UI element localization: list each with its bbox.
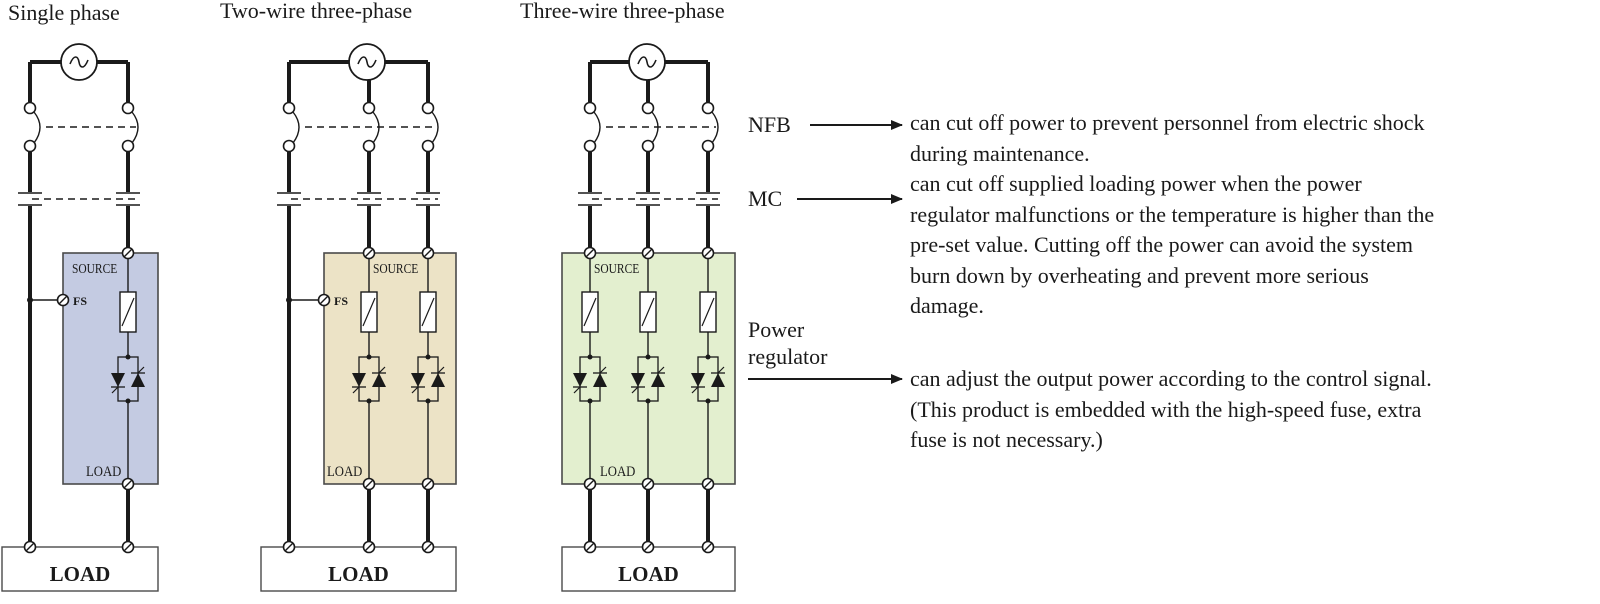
power-regulator-box: SOURCE LOAD: [323, 246, 457, 491]
fs-screw-terminal: [317, 293, 331, 307]
nfb-breaker-icon: [282, 101, 439, 153]
source-label: SOURCE: [72, 261, 118, 276]
description-nfb-line: can cut off power to prevent personnel f…: [910, 110, 1425, 135]
callout-label-nfb: NFB: [748, 112, 791, 137]
regulator-phase: [691, 246, 725, 491]
mc-contactor-icon: [277, 192, 440, 206]
load-block: LOAD: [260, 540, 457, 592]
description-mc-line: pre-set value. Cutting off the power can…: [910, 232, 1414, 257]
source-terminal: [583, 246, 597, 260]
load-terminal-label: LOAD: [327, 464, 362, 480]
regulator-phase: [631, 246, 665, 491]
description-mc-line: burn down by overheating and prevent mor…: [910, 262, 1369, 288]
nfb-breaker-icon: [583, 101, 719, 153]
circuit-two-wire-three-phase: SOURCE LOAD FS LOAD: [260, 43, 457, 592]
load-terminal-label: LOAD: [86, 464, 121, 480]
load-terminal-label: LOAD: [600, 464, 635, 480]
power-regulator-box: SOURCE LOAD: [62, 246, 159, 491]
regulator-phase: [411, 246, 445, 491]
description-mc-line: damage.: [910, 293, 984, 318]
description-power-regulator: can adjust the output power according to…: [910, 364, 1432, 456]
ac-source-icon: [287, 43, 430, 102]
fs-screw-terminal: [56, 293, 70, 307]
callout-label-mc: MC: [748, 186, 783, 211]
description-mc-line: can cut off supplied loading power when …: [910, 171, 1362, 196]
load-terminal: [421, 477, 435, 491]
source-terminal: [641, 246, 655, 260]
load-input-terminal: [641, 540, 655, 554]
source-label: SOURCE: [373, 261, 419, 276]
callout-label-power-regulator: Power regulator: [748, 316, 827, 370]
thyristor-icon: [631, 354, 665, 404]
fs-label: FS: [334, 294, 348, 308]
load-input-terminal: [362, 540, 376, 554]
load-label: LOAD: [328, 562, 389, 586]
regulator-phase: [352, 246, 386, 491]
load-input-terminal: [701, 540, 715, 554]
callout-label-power-regulator-line-2: regulator: [748, 344, 828, 369]
fs-terminal: FS: [286, 293, 348, 308]
description-nfb-line: during maintenance.: [910, 140, 1090, 166]
description-power-regulator-line: (This product is embedded with the high-…: [910, 396, 1422, 422]
circuit-three-wire-three-phase: SOURCE LOAD LOAD: [561, 43, 736, 592]
load-terminal: [641, 477, 655, 491]
load-input-terminal: [121, 540, 135, 554]
load-input-terminal: [421, 540, 435, 554]
title-three-wire-three-phase: Three-wire three-phase: [520, 0, 725, 23]
power-regulator-box: SOURCE LOAD: [561, 246, 736, 491]
wiring-diagram: SOURCE LOAD FS LOAD SOURCE LOAD FS LOAD SOURCE LO…: [1, 43, 736, 592]
source-terminal: [701, 246, 715, 260]
load-input-terminal: [282, 540, 296, 554]
load-terminal: [121, 477, 135, 491]
source-label: SOURCE: [594, 261, 640, 276]
source-terminal: [362, 246, 376, 260]
ac-source-icon: [588, 43, 710, 102]
regulator-phase: [573, 246, 607, 491]
mc-contactor-icon: [578, 192, 720, 206]
load-block: LOAD: [561, 540, 736, 592]
circuit-single-phase: SOURCE LOAD FS LOAD: [1, 43, 159, 592]
load-terminal: [583, 477, 597, 491]
nfb-breaker-icon: [23, 101, 139, 153]
thyristor-icon: [411, 354, 445, 404]
regulator-phase: [111, 246, 145, 491]
load-label: LOAD: [618, 562, 679, 586]
description-power-regulator-line: can adjust the output power according to…: [910, 366, 1432, 391]
ac-source-icon: [28, 43, 130, 102]
load-block: LOAD: [1, 540, 159, 592]
description-power-regulator-line: fuse is not necessary.): [910, 427, 1103, 452]
fs-terminal: FS: [27, 293, 87, 308]
source-terminal: [421, 246, 435, 260]
mc-contactor-icon: [18, 192, 140, 206]
thyristor-icon: [573, 354, 607, 404]
fs-label: FS: [73, 294, 87, 308]
load-terminal: [362, 477, 376, 491]
title-two-wire-three-phase: Two-wire three-phase: [220, 0, 413, 23]
load-terminal: [701, 477, 715, 491]
description-mc: can cut off supplied loading power when …: [910, 169, 1434, 322]
load-input-terminal: [23, 540, 37, 554]
description-nfb: can cut off power to prevent personnel f…: [910, 108, 1425, 169]
description-mc-line: regulator malfunctions or the temperatur…: [910, 201, 1435, 227]
callout-label-power-regulator-line-1: Power: [748, 317, 805, 342]
title-single-phase: Single phase: [8, 0, 120, 25]
source-terminal: [121, 246, 135, 260]
load-label: LOAD: [50, 562, 111, 586]
load-input-terminal: [583, 540, 597, 554]
